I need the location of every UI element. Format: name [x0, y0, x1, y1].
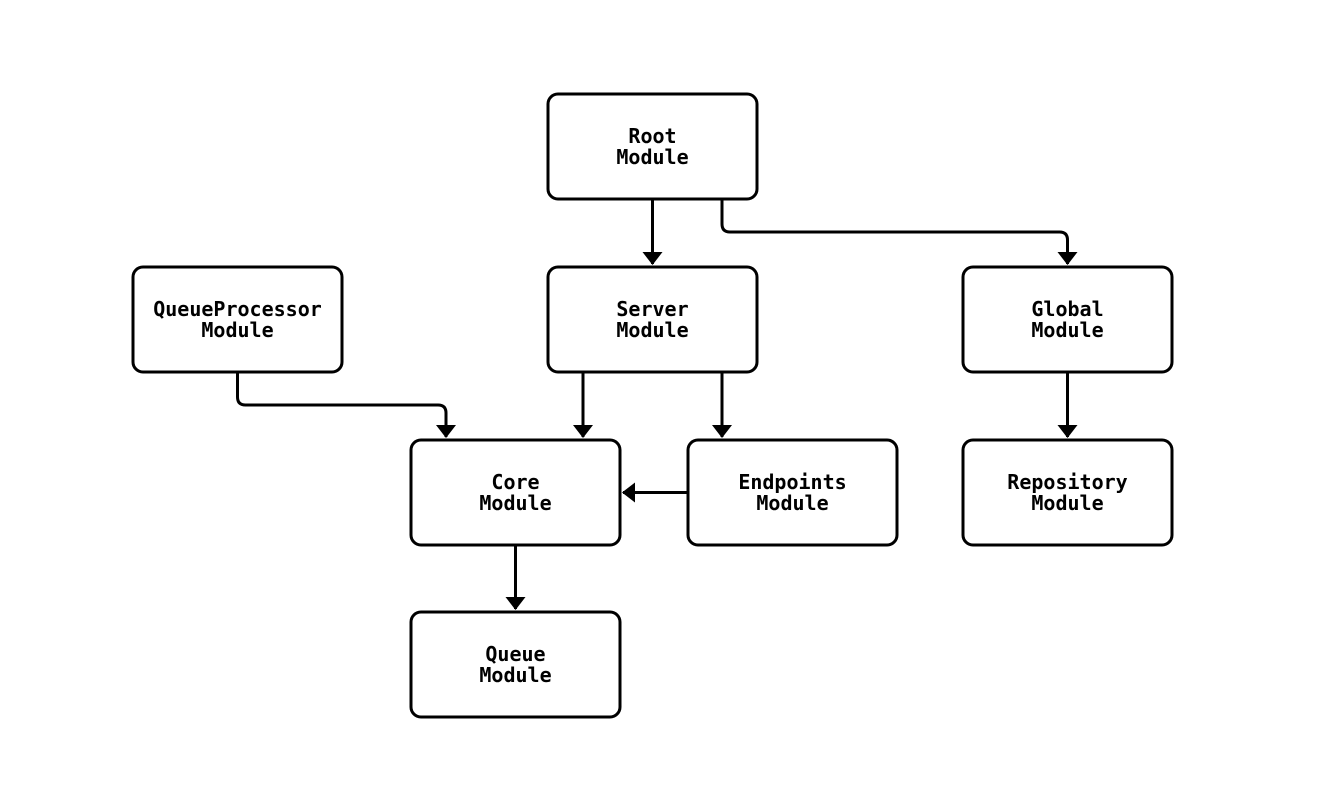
edge-root-to-global	[720, 199, 1078, 265]
node-repository-label-line1: Repository	[1007, 470, 1127, 494]
node-root-label-line1: Root	[628, 124, 676, 148]
node-root-box	[546, 92, 759, 201]
node-endpoints-label-line1: Endpoints	[738, 470, 846, 494]
node-core-module: Core Module	[409, 438, 622, 547]
node-global-label-line1: Global	[1031, 297, 1103, 321]
node-server-box	[546, 265, 759, 374]
node-endpoints-box	[686, 438, 899, 547]
node-core-label-line2: Module	[479, 491, 551, 515]
node-server-label-line1: Server	[616, 297, 688, 321]
node-queueprocessor-box	[131, 265, 344, 374]
node-repository-box	[961, 438, 1174, 547]
node-queue-label-line1: Queue	[485, 642, 545, 666]
node-queueprocessor-label-line1: QueueProcessor	[153, 297, 322, 321]
node-repository-label-line2: Module	[1031, 491, 1103, 515]
node-root-module: Root Module	[546, 92, 759, 201]
node-queue-module: Queue Module	[409, 610, 622, 719]
node-server-label-line2: Module	[616, 318, 688, 342]
node-endpoints-module: Endpoints Module	[686, 438, 899, 547]
node-queue-label-line2: Module	[479, 663, 551, 687]
node-queueprocessor-module: QueueProcessor Module	[131, 265, 344, 374]
node-global-module: Global Module	[961, 265, 1174, 374]
node-global-box	[961, 265, 1174, 374]
node-root-label-line2: Module	[616, 145, 688, 169]
node-queue-box	[409, 610, 622, 719]
node-core-label-line1: Core	[491, 470, 539, 494]
edge-queueprocessor-to-core	[236, 372, 456, 438]
node-repository-module: Repository Module	[961, 438, 1174, 547]
node-core-box	[409, 438, 622, 547]
node-server-module: Server Module	[546, 265, 759, 374]
node-global-label-line2: Module	[1031, 318, 1103, 342]
node-endpoints-label-line2: Module	[756, 491, 828, 515]
node-queueprocessor-label-line2: Module	[201, 318, 273, 342]
